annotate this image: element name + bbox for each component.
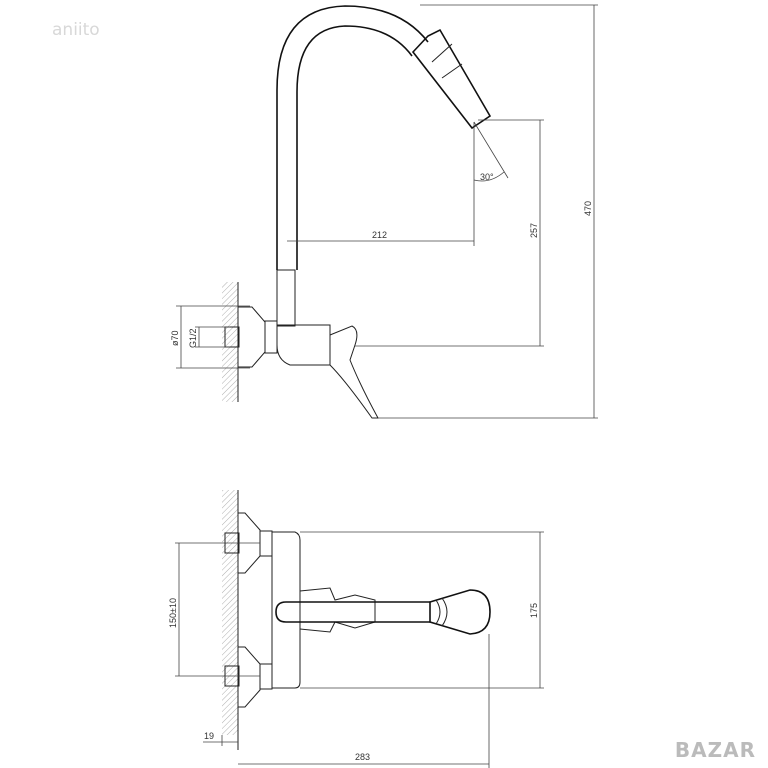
lower-flange bbox=[237, 646, 261, 708]
spout-base bbox=[276, 269, 296, 327]
flange bbox=[237, 306, 266, 368]
inlet-pipe bbox=[224, 326, 240, 348]
wall-hatch bbox=[222, 282, 238, 402]
total-depth-label: 283 bbox=[355, 752, 370, 762]
spout-arm bbox=[275, 601, 430, 623]
angle-label: 30° bbox=[480, 172, 494, 182]
top-view: 175 150±10 19 283 bbox=[168, 490, 544, 768]
thread-label: G1/2 bbox=[188, 328, 198, 348]
inlet-spacing-label: 150±10 bbox=[168, 598, 178, 628]
wall-offset-label: 19 bbox=[204, 731, 214, 741]
flange-diameter-label: ø70 bbox=[170, 330, 180, 346]
body-width-label: 175 bbox=[529, 603, 539, 618]
watermark: aniito bbox=[52, 20, 100, 40]
spray-head bbox=[411, 28, 492, 130]
nut bbox=[264, 320, 278, 354]
gooseneck-spout bbox=[276, 5, 429, 270]
total-height-label: 470 bbox=[583, 201, 593, 216]
handle bbox=[329, 325, 379, 419]
body bbox=[276, 324, 331, 366]
side-view: 30° 212 257 470 ø70 G1/2 bbox=[170, 4, 598, 419]
spout-height-label: 257 bbox=[529, 223, 539, 238]
body bbox=[271, 531, 301, 689]
wall-hatch bbox=[222, 490, 238, 735]
spray-head bbox=[429, 589, 491, 635]
bazar-logo: BAZAR bbox=[674, 738, 756, 762]
reach-label: 212 bbox=[372, 230, 387, 240]
